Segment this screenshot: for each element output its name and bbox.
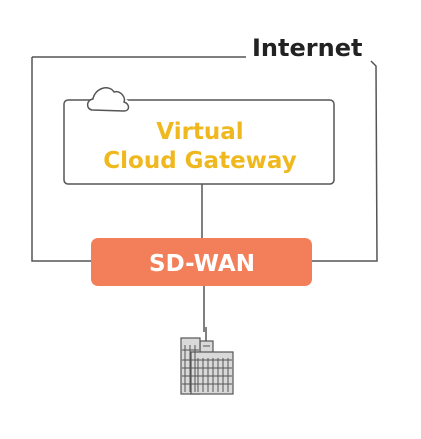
- building-icon: [180, 327, 234, 395]
- internet-label: Internet: [252, 34, 362, 62]
- gateway-label-line-2: Cloud Gateway: [103, 148, 296, 174]
- sdwan-node: SD-WAN: [91, 238, 312, 286]
- sdwan-label: SD-WAN: [149, 251, 255, 277]
- cloud-icon: [86, 85, 131, 113]
- sdwan-box: [91, 238, 312, 286]
- gateway-label-line-1: Virtual: [156, 119, 243, 145]
- internet-region-frame: [31, 56, 378, 262]
- gateway-box: [63, 99, 335, 185]
- connectors: [201, 184, 205, 332]
- virtual-cloud-gateway: Virtual Cloud Gateway: [63, 85, 335, 185]
- internet-region: Internet: [31, 34, 378, 262]
